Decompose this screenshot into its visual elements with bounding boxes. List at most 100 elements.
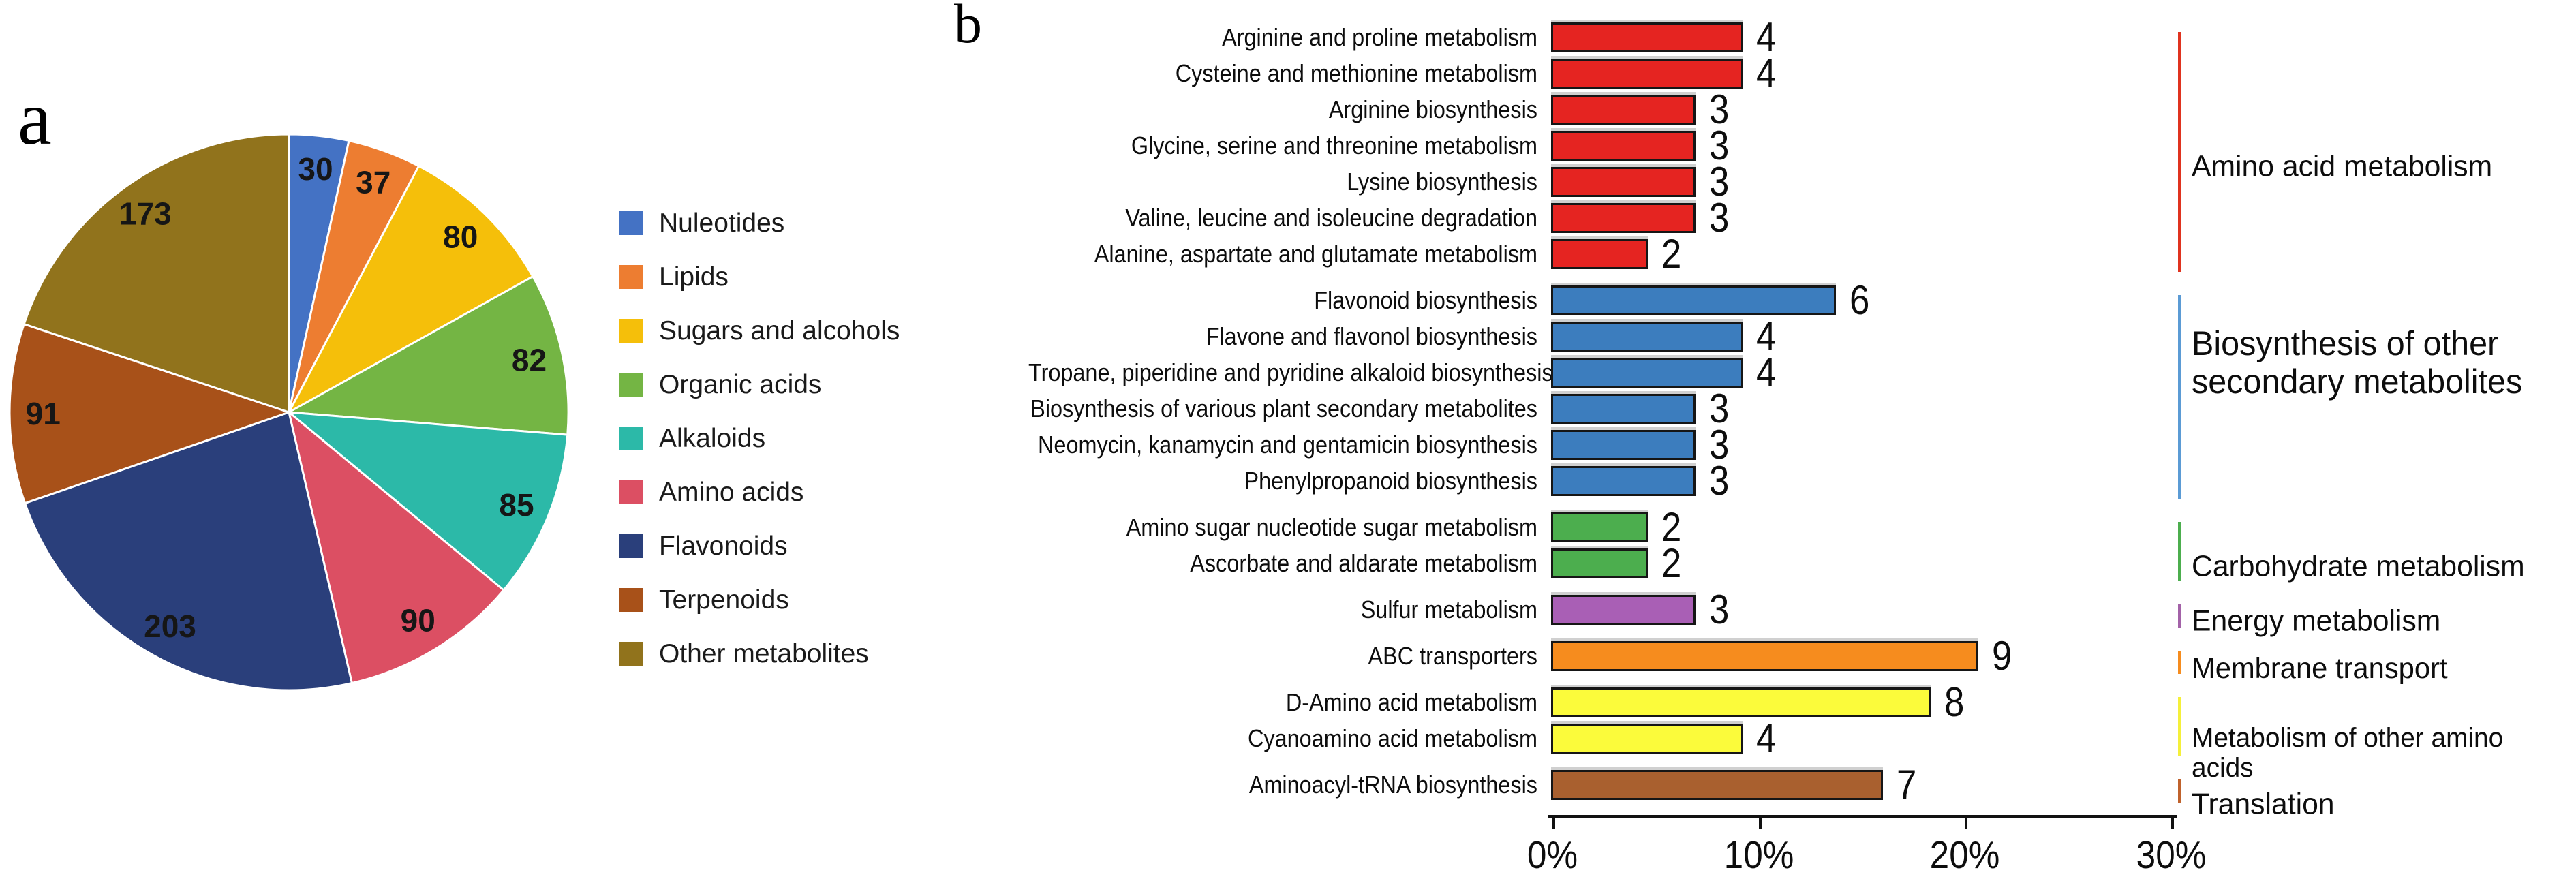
pie-slice-organic-acids [285, 275, 570, 436]
category-bracket-line [2178, 604, 2181, 628]
bar-value-label: 2 [1661, 540, 1682, 586]
category-label: Amino acid metabolism [2192, 149, 2493, 183]
bar-value-label: 4 [1756, 14, 1777, 60]
x-axis-tick-label: 0% [1527, 833, 1578, 877]
pie-value-label: 173 [119, 196, 172, 232]
bar-value-label: 3 [1709, 195, 1730, 241]
bar-label: Valine, leucine and isoleucine degradati… [1125, 204, 1537, 232]
pie-value-label: 80 [443, 219, 478, 255]
bar-label: Neomycin, kanamycin and gentamicin biosy… [1038, 431, 1537, 459]
bar-value-label: 3 [1709, 422, 1730, 467]
bar-row: Cysteine and methionine metabolism 4 [0, 50, 2576, 96]
legend-item: Organic acids [619, 358, 900, 412]
bar [1551, 770, 1883, 800]
pie-slice-terpenoids [8, 322, 292, 505]
bar [1551, 466, 1696, 496]
bar-label: Aminoacyl-tRNA biosynthesis [1248, 771, 1537, 799]
bar-value-label: 2 [1661, 504, 1682, 550]
category-bracket-line [2178, 779, 2181, 803]
bar-label: Cysteine and methionine metabolism [1175, 59, 1537, 87]
category-label: Carbohydrate metabolism [2192, 548, 2525, 583]
bar [1551, 59, 1743, 89]
bar-label: Arginine biosynthesis [1328, 95, 1537, 123]
bar-label: Glycine, serine and threonine metabolism [1131, 132, 1537, 159]
legend-item: Terpenoids [619, 573, 900, 627]
legend-label: Alkaloids [659, 423, 766, 453]
legend-item: Other metabolites [619, 627, 900, 681]
pie-value-label: 90 [401, 603, 435, 638]
legend-swatch-icon [619, 265, 643, 289]
bar-label: D-Amino acid metabolism [1285, 688, 1537, 716]
bar-label: Tropane, piperidine and pyridine alkaloi… [1028, 358, 1553, 386]
pie-value-label: 37 [356, 165, 390, 200]
category-bracket-line [2178, 697, 2181, 756]
pie-slice-flavonoids [23, 411, 354, 692]
x-axis-tick [1552, 817, 1555, 829]
bar-label: ABC transporters [1368, 642, 1537, 670]
bar-label: Arginine and proline metabolism [1222, 23, 1537, 51]
pie-slice-sugars-and-alcohols [286, 164, 534, 415]
legend-item: Sugars and alcohols [619, 304, 900, 358]
bar [1551, 641, 1978, 671]
panel-b-letter: b [954, 0, 982, 55]
legend-item: Nuleotides [619, 196, 900, 250]
bar-value-label: 3 [1709, 587, 1730, 632]
pie-slice-amino-acids [287, 409, 506, 685]
legend-item: Amino acids [619, 465, 900, 519]
pie-value-label: 91 [26, 396, 61, 431]
category-bracket-line [2178, 32, 2181, 272]
legend-swatch-icon [619, 211, 643, 235]
x-axis-tick-label: 20% [1930, 833, 2000, 877]
bar [1551, 548, 1648, 578]
legend-swatch-icon [619, 588, 643, 612]
bar-value-label: 9 [1992, 633, 2012, 679]
category-bracket-line [2178, 651, 2181, 674]
bar-label: Flavonoid biosynthesis [1314, 286, 1537, 314]
bar-label: Biosynthesis of various plant secondary … [1030, 395, 1537, 422]
panel-a-letter: a [18, 76, 52, 161]
bar-label: Amino sugar nucleotide sugar metabolism [1126, 513, 1537, 541]
bar-value-label: 2 [1661, 231, 1682, 277]
bar-value-label: 4 [1756, 50, 1777, 96]
legend-label: Terpenoids [659, 585, 789, 615]
bar-label: Alanine, aspartate and glutamate metabol… [1094, 240, 1537, 268]
x-axis-tick-label: 10% [1723, 833, 1794, 877]
bar [1551, 239, 1648, 269]
pie-value-label: 85 [499, 487, 534, 523]
bar [1551, 687, 1931, 717]
legend-label: Organic acids [659, 369, 822, 399]
bar-label: Sulfur metabolism [1360, 596, 1537, 623]
bar-row: Alanine, aspartate and glutamate metabol… [0, 231, 2576, 277]
bar-row: Amino sugar nucleotide sugar metabolism 2 [0, 504, 2576, 550]
pie-slice-alkaloids [286, 411, 569, 592]
bar-row: Arginine and proline metabolism 4 [0, 14, 2576, 60]
bar-value-label: 4 [1756, 715, 1777, 761]
bar [1551, 131, 1696, 161]
bar-row: Valine, leucine and isoleucine degradati… [0, 195, 2576, 241]
legend-label: Lipids [659, 262, 729, 292]
bar-value-label: 4 [1756, 350, 1777, 395]
bar [1551, 203, 1696, 233]
pie-slice-other-metabolites [22, 133, 290, 414]
category-label: Membrane transport [2192, 651, 2448, 685]
bar [1551, 595, 1696, 625]
category-bracket-line [2178, 295, 2181, 499]
category-label: Energy metabolism [2192, 604, 2441, 638]
bar-value-label: 3 [1709, 159, 1730, 204]
legend-item: Lipids [619, 250, 900, 304]
legend-swatch-icon [619, 534, 643, 558]
bar [1551, 724, 1743, 754]
legend-label: Nuleotides [659, 208, 785, 238]
x-axis-tick [1758, 817, 1762, 829]
bar [1551, 394, 1696, 424]
legend-swatch-icon [619, 480, 643, 504]
category-label: Translation [2192, 787, 2335, 821]
